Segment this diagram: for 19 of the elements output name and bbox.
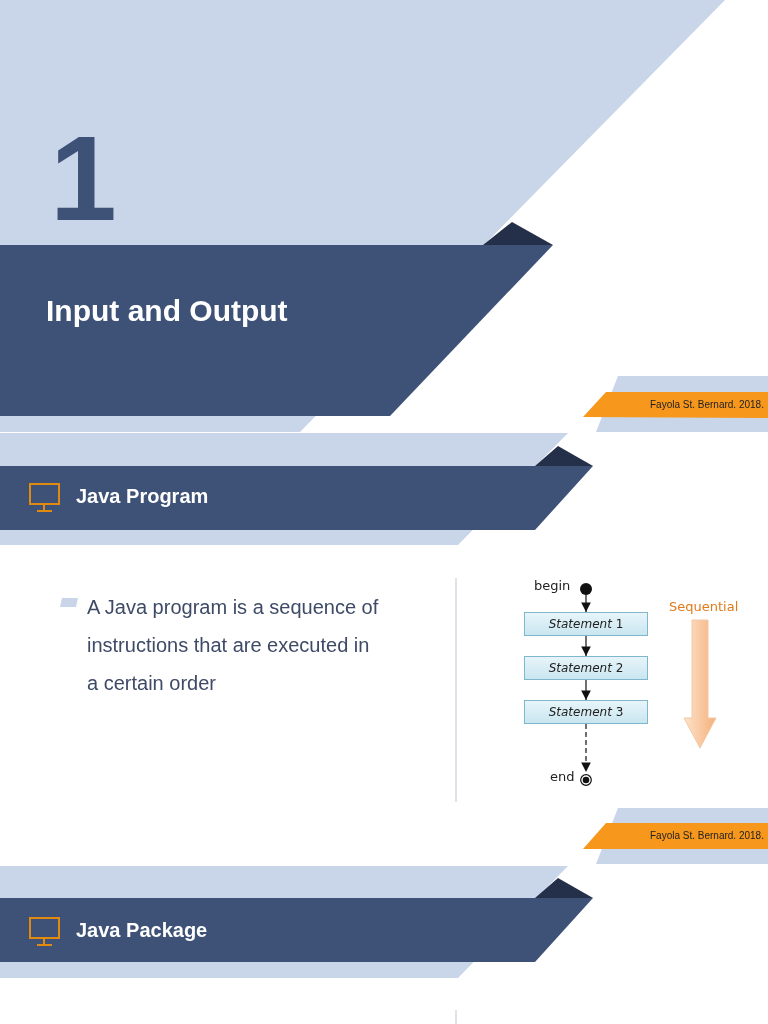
slide-title: Input and Output: [46, 294, 288, 328]
section-heading: Java Program: [76, 485, 209, 508]
process-box: Statement 1: [524, 612, 648, 636]
bullet-text: A Java program is a sequence of instructions that are executed in a certain order: [87, 595, 379, 696]
direction-label: Sequential: [669, 599, 739, 614]
arrow: [581, 679, 591, 701]
author-credit: Fayola St. Bernard. 2018.: [650, 830, 764, 841]
section-heading: Java Package: [76, 919, 208, 942]
process-box: Statement 3: [524, 700, 648, 724]
process-box: Statement 2: [524, 656, 648, 680]
author-credit: Fayola St. Bernard. 2018.: [650, 399, 764, 410]
arrow: [581, 723, 591, 773]
node-caption: end: [550, 769, 575, 784]
end-node: [580, 772, 592, 784]
arrow: [581, 592, 591, 613]
start-node: [580, 581, 592, 593]
node-caption: begin: [534, 578, 571, 593]
arrow: [581, 635, 591, 657]
chapter-number: 1: [50, 118, 117, 238]
